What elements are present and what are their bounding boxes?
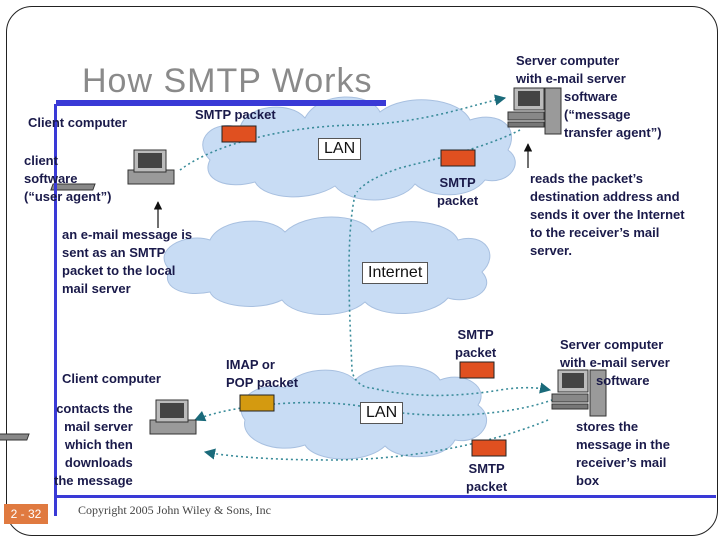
slide-title: How SMTP Works (82, 62, 373, 100)
client-top-note: an e-mail message is sent as an SMTP pac… (62, 227, 193, 296)
server-top-software: software (“message transfer agent”) (564, 89, 662, 140)
smtp-packet-bottom (471, 439, 507, 457)
imap-pop-label: IMAP or POP packet (226, 357, 299, 390)
server-top-title: Server computer with e-mail server (516, 53, 626, 86)
server-computer-bottom-icon (551, 369, 607, 417)
client-bottom-note: contacts the mail server which then down… (54, 401, 133, 488)
server-bottom-note: stores the message in the receiver’s mai… (576, 419, 670, 488)
smtp-packet-top-left-label: SMTP packet (195, 107, 276, 122)
server-bottom-title: Server computer with e-mail server softw… (560, 337, 670, 388)
smtp-packet-top-right-label: SMTP packet (437, 175, 479, 208)
title-rule (56, 100, 386, 106)
arrow-client-to-server-top (179, 94, 507, 171)
left-rule (54, 104, 57, 516)
smtp-packet-top-left (221, 125, 257, 143)
server-computer-top-icon (507, 87, 562, 135)
smtp-packet-mid-right-label: SMTP packet (455, 327, 497, 360)
bottom-rule (54, 495, 716, 498)
lan-top-label: LAN (318, 138, 362, 160)
server-top-note: reads the packet’s destination address a… (530, 171, 685, 258)
smtp-packet-mid-right (459, 361, 495, 379)
client-top-title: Client computer (28, 115, 127, 130)
copyright-text: Copyright 2005 John Wiley & Sons, Inc (78, 503, 271, 517)
client-computer-bottom-icon (0, 399, 197, 441)
client-computer-top-icon (50, 149, 175, 191)
internet-cloud (163, 216, 491, 315)
smtp-packet-bottom-label: SMTP packet (466, 461, 508, 494)
slide-frame (6, 6, 718, 536)
smtp-packet-top-right (440, 149, 476, 167)
lan-bottom-label: LAN (360, 402, 404, 424)
arrow-server-to-internet (356, 129, 521, 193)
internet-label: Internet (362, 262, 429, 284)
slide-number-badge: 2 - 32 (4, 504, 48, 524)
client-bottom-title: Client computer (62, 371, 161, 386)
arrow-internet-to-server-bottom (371, 382, 552, 397)
imap-packet (239, 394, 275, 412)
client-top-software: client software (“user agent”) (24, 153, 112, 204)
